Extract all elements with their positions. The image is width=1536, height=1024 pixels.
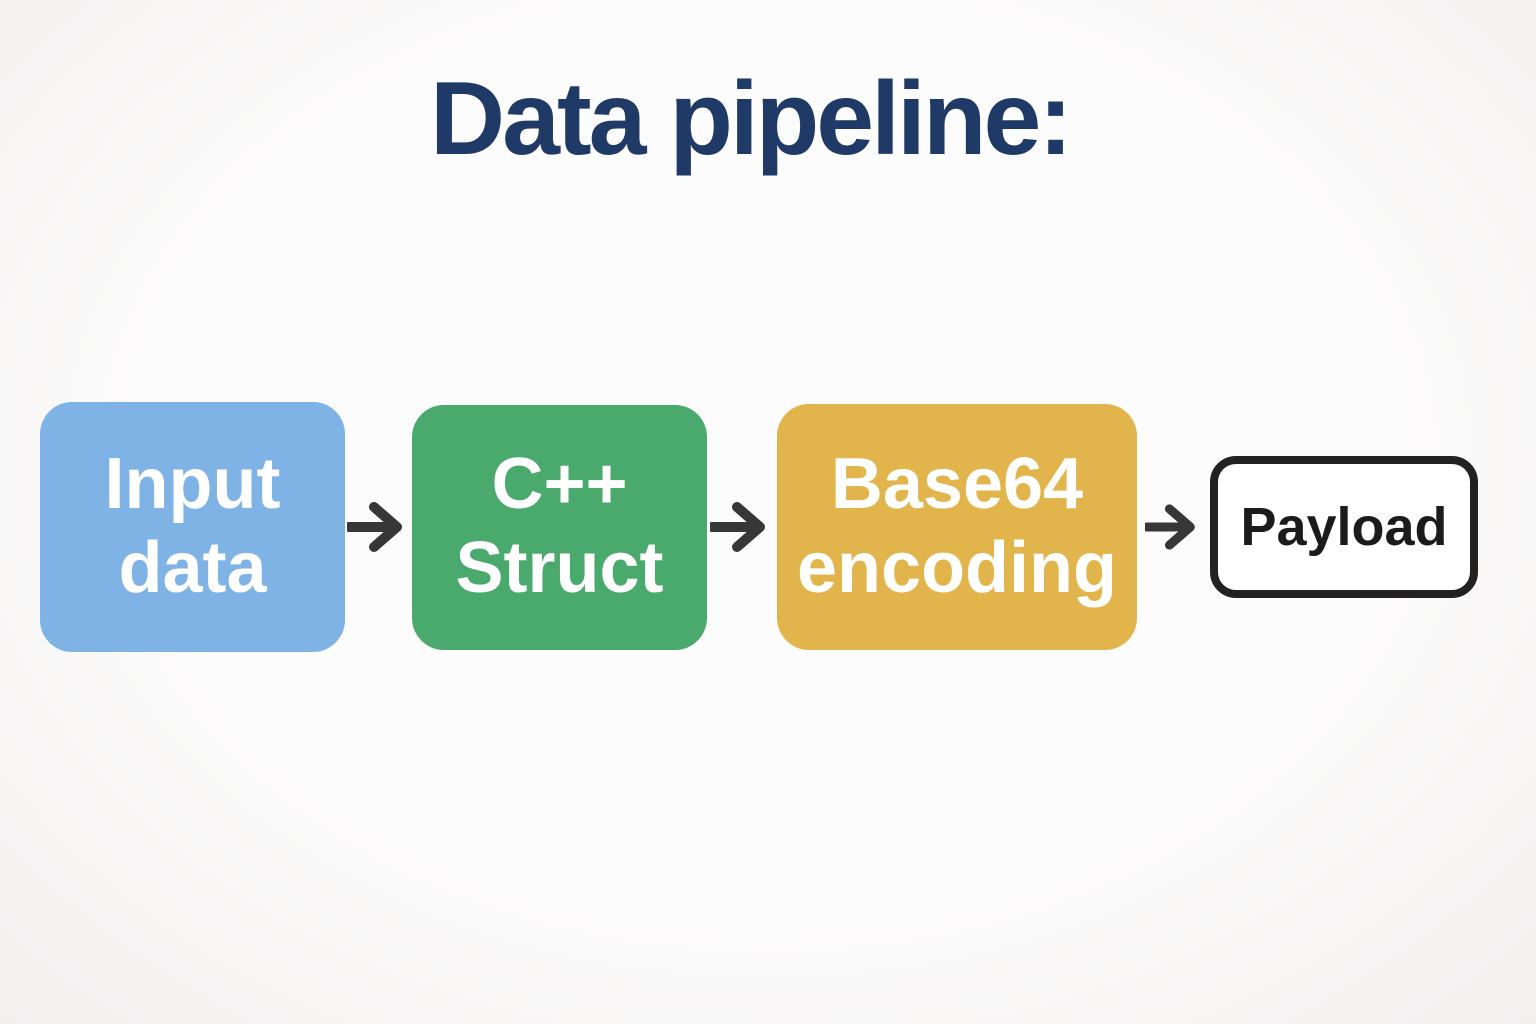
node-input-data: Input data bbox=[40, 402, 345, 652]
node-payload-label: Payload bbox=[1240, 496, 1448, 557]
arrow-right-icon bbox=[1137, 498, 1210, 556]
node-cpp-struct: C++ Struct bbox=[412, 404, 707, 650]
node-payload: Payload bbox=[1210, 456, 1478, 598]
node-base64-encoding: Base64 encoding bbox=[777, 404, 1137, 650]
page-title: Data pipeline: bbox=[430, 61, 1073, 177]
node-base64-encoding-label: Base64 encoding bbox=[797, 444, 1117, 608]
arrow-right-icon bbox=[345, 495, 412, 559]
node-input-data-label: Input data bbox=[104, 444, 281, 608]
arrow-right-icon bbox=[707, 495, 777, 559]
node-cpp-struct-label: C++ Struct bbox=[455, 444, 664, 608]
pipeline-diagram: Input data C++ Struct Base64 encoding Pa… bbox=[40, 402, 1478, 652]
